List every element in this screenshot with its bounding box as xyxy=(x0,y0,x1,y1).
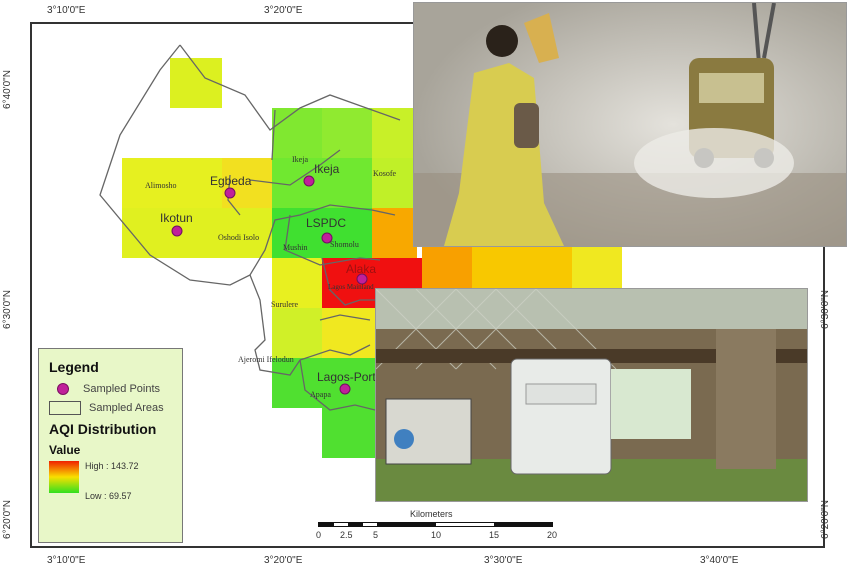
lon-label: 3°40'0"E xyxy=(700,555,739,566)
photo-air-quality-monitor xyxy=(375,288,808,502)
area-label: Lagos Mainland xyxy=(328,283,374,291)
scale-tick: 0 xyxy=(316,530,322,540)
area-label: Oshodi Isolo xyxy=(218,233,260,242)
aqi-color-ramp xyxy=(49,461,79,493)
point-label: Ikotun xyxy=(160,211,193,225)
area-label: Ajeromi Ifelodun xyxy=(238,355,294,364)
lon-label: 3°20'0"E xyxy=(264,5,303,16)
legend-title: Legend xyxy=(49,359,99,375)
scale-unit: Kilometers xyxy=(410,509,453,519)
lon-label: 3°10'0"E xyxy=(47,5,86,16)
sampled-point xyxy=(303,175,315,187)
sampled-point xyxy=(356,273,368,285)
point-label: Lagos-Port xyxy=(317,370,376,384)
area-label: Surulere xyxy=(271,300,299,309)
sampled-point xyxy=(171,225,183,237)
scale-tick: 2.5 xyxy=(340,530,353,540)
area-label: Kosofe xyxy=(373,169,397,178)
value-label: Value xyxy=(49,443,81,457)
lon-label: 3°10'0"E xyxy=(47,555,86,566)
scale-tick: 20 xyxy=(547,530,558,540)
point-label: LSPDC xyxy=(306,216,347,230)
point-label: Ikeja xyxy=(314,162,340,176)
legend-item: Sampled Points xyxy=(83,383,161,395)
point-label: Egbeda xyxy=(210,174,252,188)
point-label: Alaka xyxy=(346,262,377,276)
area-label: Mushin xyxy=(283,243,308,252)
scale-tick: 10 xyxy=(431,530,442,540)
sampled-area-icon xyxy=(49,401,81,415)
aqi-title: AQI Distribution xyxy=(49,421,157,437)
scale-tick: 15 xyxy=(489,530,500,540)
sampled-area-boundaries xyxy=(99,44,401,411)
aqi-high: High : 143.72 xyxy=(85,461,139,471)
legend: Legend Sampled Points Sampled Areas AQI … xyxy=(38,348,183,543)
area-label: Ikeja xyxy=(292,155,308,164)
legend-item: Sampled Areas xyxy=(89,402,164,414)
photo-vehicle-exhaust xyxy=(413,2,847,247)
scale-tick: 5 xyxy=(373,530,379,540)
sampled-point-icon xyxy=(57,383,69,395)
lon-label: 3°30'0"E xyxy=(484,555,523,566)
aqi-low: Low : 69.57 xyxy=(85,491,132,501)
lon-label: 3°20'0"E xyxy=(264,555,303,566)
sampled-point xyxy=(339,383,351,395)
sampled-points xyxy=(171,175,368,395)
sampled-point xyxy=(224,187,236,199)
sampled-point xyxy=(321,232,333,244)
area-label: Apapa xyxy=(310,390,331,399)
aqi-grid-cells xyxy=(122,58,622,458)
area-label: Alimosho xyxy=(145,181,177,190)
area-label: Shomolu xyxy=(330,240,359,249)
